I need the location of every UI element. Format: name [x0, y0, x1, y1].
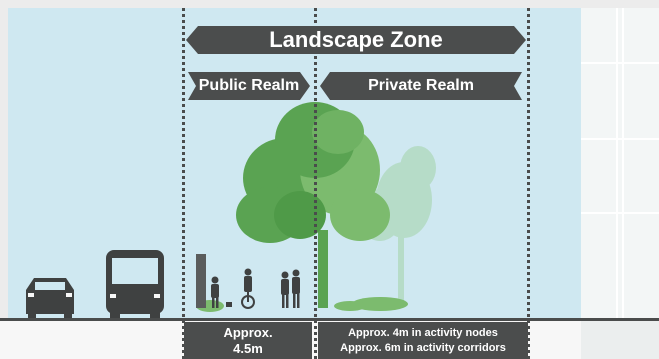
realm-divider: [314, 8, 317, 359]
private-width-line1: Approx. 4m in activity nodes: [348, 326, 498, 339]
public-width-line2: 4.5m: [233, 340, 263, 356]
cyclist-icon: [241, 268, 255, 309]
building-grid-line: [581, 138, 659, 140]
frame-left: [0, 0, 8, 359]
car-icon: [26, 278, 74, 318]
bus-icon: [106, 250, 164, 318]
building-grid-line: [622, 0, 624, 318]
public-width-label: Approx. 4.5m: [184, 322, 312, 359]
sign-post-icon: [196, 254, 206, 308]
pedestrian-icon: [292, 269, 300, 308]
private-width-line2: Approx. 6m in activity corridors: [340, 341, 506, 354]
landscape-zone-label: Landscape Zone: [186, 26, 526, 54]
tree-icon: [236, 102, 390, 308]
building-grid-line: [581, 62, 659, 64]
building-facade: [581, 0, 659, 318]
public-realm-label: Public Realm: [188, 72, 310, 100]
private-width-label: Approx. 4m in activity nodes Approx. 6m …: [318, 322, 528, 359]
building-grid-line: [581, 212, 659, 214]
frame-top: [0, 0, 659, 8]
private-realm-label: Private Realm: [320, 72, 522, 100]
building-base: [581, 321, 659, 359]
zone-boundary-right: [527, 8, 530, 359]
public-width-line1: Approx.: [223, 324, 273, 340]
pedestrian-icon: [211, 276, 232, 308]
building-grid-line: [616, 0, 618, 318]
pedestrian-icon: [281, 271, 289, 308]
zone-boundary-left: [182, 8, 185, 359]
